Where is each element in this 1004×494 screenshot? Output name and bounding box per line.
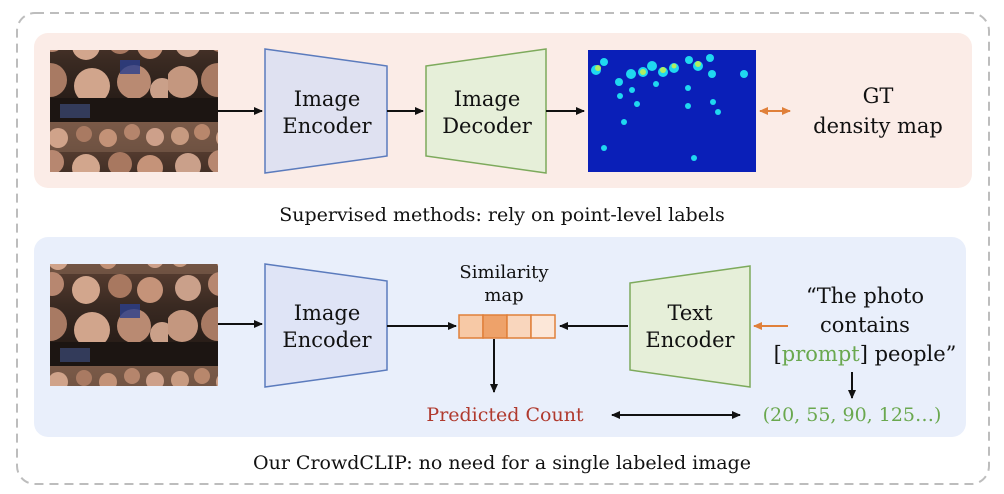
image-decoder-label-2: Decoder xyxy=(442,114,533,138)
text-encoder-label-2: Encoder xyxy=(645,328,735,352)
similarity-map xyxy=(458,314,556,339)
image-decoder xyxy=(425,48,547,174)
image-encoder-top-label-1: Image xyxy=(294,87,361,111)
prompt-line-2: contains xyxy=(820,313,910,337)
text-encoder-label-1: Text xyxy=(667,301,713,325)
density-heatmap xyxy=(588,50,756,172)
image-encoder-bottom-label-2: Encoder xyxy=(282,328,372,352)
predicted-count-label: Predicted Count xyxy=(426,404,584,426)
similarity-map-label-1: Similarity xyxy=(459,262,549,283)
crowd-photo-top xyxy=(50,50,218,172)
gt-label-2: density map xyxy=(813,114,943,138)
prompt-bracket-open: [ xyxy=(774,342,782,366)
image-encoder-top xyxy=(264,48,388,174)
image-encoder-top-label-2: Encoder xyxy=(282,114,372,138)
prompt-line-3: [prompt] people” xyxy=(774,342,957,366)
prompt-line-1: “The photo xyxy=(806,284,924,308)
supervised-caption: Supervised methods: rely on point-level … xyxy=(279,204,725,226)
crowdclip-caption: Our CrowdCLIP: no need for a single labe… xyxy=(253,452,751,474)
outer-dashed-frame xyxy=(16,12,990,485)
image-encoder-bottom-label-1: Image xyxy=(294,301,361,325)
image-decoder-label-1: Image xyxy=(454,87,521,111)
crowd-photo-bottom xyxy=(50,264,218,386)
image-encoder-bottom xyxy=(264,263,388,388)
similarity-map-label-2: map xyxy=(484,285,523,306)
text-encoder xyxy=(629,265,751,388)
gt-label-1: GT xyxy=(863,84,894,108)
prompt-bracket-close: ] people” xyxy=(860,342,957,366)
prompt-keyword: prompt xyxy=(782,342,860,366)
count-candidate-values: (20, 55, 90, 125…) xyxy=(763,404,942,426)
